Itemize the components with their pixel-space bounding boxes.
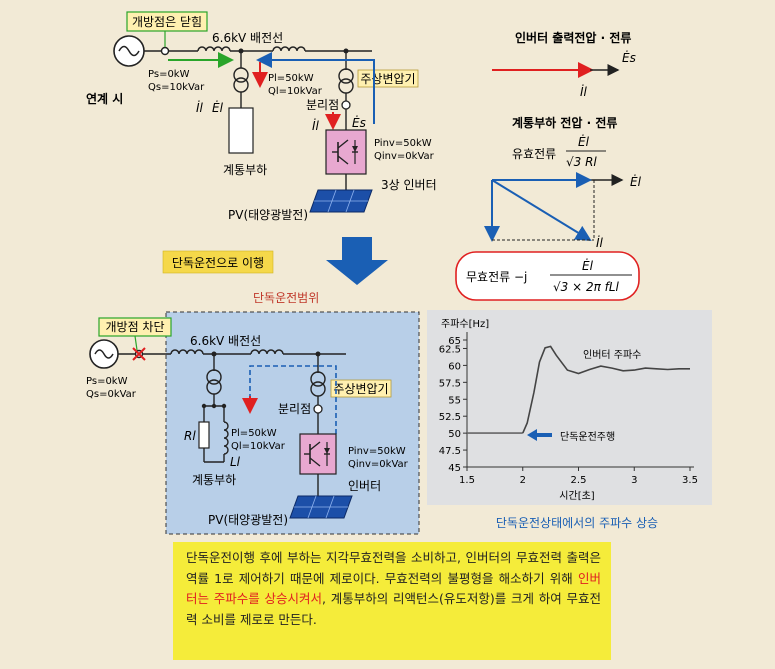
explanation-text: 단독운전이행 후에 부하는 지각무효전력을 소비하고, 인버터의 무효전력 출력… — [186, 548, 601, 630]
pv-panel-icon — [309, 189, 373, 213]
open-point-cut-label: 개방점 차단 — [105, 320, 164, 334]
inverter-label-bottom: 인버터 — [348, 479, 381, 493]
load-transformer-icon — [233, 67, 249, 93]
load-q: Ql=10kVar — [268, 86, 323, 97]
chart-ylabel: 주파수[Hz] — [441, 318, 489, 330]
y-tick-label: 50 — [448, 429, 461, 440]
inv-p-bottom: Pinv=50kW — [348, 446, 406, 457]
active-current-numerator: Ėl — [578, 134, 590, 149]
transition-label: 단독운전으로 이행 — [172, 255, 264, 270]
reactive-current-formula-box — [455, 251, 640, 301]
current-il-label: İl — [196, 100, 204, 115]
explanation-highlight: 인버터는 주파수를 상승시켜서 — [186, 570, 601, 607]
reactive-current-denominator: √3 × 2π fLl — [553, 280, 620, 294]
load-label-bottom: 계통부하 — [192, 473, 236, 487]
load-p: Pl=50kW — [268, 73, 314, 84]
inverter-current-label: İl — [580, 84, 588, 99]
explanation-part2: , 계통부하의 리액턴스(유도저항)를 크게 하여 무효전력 소비를 제로로 만… — [186, 591, 601, 627]
pole-transformer-label-bottom: 주상변압기 — [333, 382, 388, 396]
reactive-current-prefix: 무효전류 −j — [466, 270, 527, 284]
active-current-denominator: √3 Rl — [566, 155, 597, 169]
reactive-current-numerator: Ėl — [582, 258, 594, 273]
resistor-label: Rl — [184, 429, 196, 443]
x-tick-label: 3 — [631, 475, 637, 486]
x-tick-label: 1.5 — [459, 475, 475, 486]
pv-label-bottom: PV(태양광발전) — [208, 513, 288, 527]
load-q-bottom: Ql=10kVar — [231, 441, 286, 452]
system-load-box — [228, 107, 254, 154]
source-p-bottom: Ps=0kW — [86, 376, 128, 387]
open-point-label: 개방점은 닫힘 — [132, 15, 202, 29]
feeder-inductor — [197, 46, 231, 52]
open-point-label-box — [126, 11, 208, 32]
inv-p: Pinv=50kW — [374, 138, 432, 149]
pv-panel-icon-bottom — [289, 495, 353, 519]
source-q-bottom: Qs=0kVar — [86, 389, 137, 400]
explanation-part1: 단독운전이행 후에 부하는 지각무효전력을 소비하고, 인버터의 무효전력 출력… — [186, 550, 601, 586]
x-tick-label: 3.5 — [682, 475, 698, 486]
feeder-label: 6.6kV 배전선 — [212, 31, 283, 45]
chart-annotation: 단독운전주행 — [560, 431, 615, 443]
active-current-label: 유효전류 — [512, 147, 556, 161]
inv-q: Qinv=0kVar — [374, 151, 435, 162]
pole-transformer-icon — [338, 68, 354, 94]
y-tick-label: 47.5 — [439, 446, 461, 457]
islanding-range-label: 단독운전범위 — [253, 291, 319, 305]
bottom-diagram: 개방점 차단 6.6kV 배전선 Ps=0kW Qs=0kVar Rl Ll P… — [86, 317, 409, 527]
separation-point-label-bottom: 분리점 — [278, 402, 311, 416]
resistor-icon — [198, 421, 210, 449]
inv-q-bottom: Qinv=0kVar — [348, 459, 409, 470]
feeder-label-bottom: 6.6kV 배전선 — [190, 334, 261, 348]
transition-down-arrow-icon — [326, 237, 388, 285]
y-tick-label: 55 — [448, 395, 461, 406]
chart-panel — [427, 310, 712, 505]
explanation-box — [173, 542, 611, 660]
inverter-power-flow-arrow — [256, 52, 375, 124]
y-tick-label: 57.5 — [439, 378, 461, 389]
x-tick-label: 2.5 — [571, 475, 587, 486]
load-current-label: İl — [596, 235, 604, 250]
source-q: Qs=10kVar — [148, 82, 205, 93]
load-label: 계통부하 — [223, 163, 267, 177]
phasor-section: 인버터 출력전압 · 전류 Ės İl 계통부하 전압 · 전류 유효전류 Ėl… — [455, 30, 642, 301]
pole-transformer-label: 주상변압기 — [360, 72, 415, 86]
y-tick-label: 52.5 — [439, 412, 461, 423]
separation-point-label: 분리점 — [306, 98, 339, 112]
y-tick-label: 45 — [448, 463, 461, 474]
top-diagram: 개방점은 닫힘 6.6kV 배전선 Ps=0kW Qs=10kVar 계통부하 … — [86, 11, 437, 222]
pv-label: PV(태양광발전) — [228, 208, 308, 222]
voltage-el-label: Ėl — [212, 100, 224, 115]
frequency-chart: 주파수[Hz] 시간[초] 인버터 주파수 단독운전주행 단독운전상태에서의 주… — [439, 318, 698, 530]
transition-label-box — [162, 250, 274, 274]
separation-point-icon — [341, 100, 351, 110]
voltage-es-label: Ės — [352, 115, 366, 130]
open-point-closed — [160, 46, 170, 56]
chart-caption: 단독운전상태에서의 주파수 상승 — [496, 516, 658, 530]
inductor-label: Ll — [230, 455, 241, 469]
inverter-voltage-label: Ės — [622, 50, 636, 65]
chart-annotation-arrow-icon — [527, 429, 552, 441]
source-p: Ps=0kW — [148, 69, 190, 80]
current-il2-label: İl — [312, 118, 320, 133]
inverter-label: 3상 인버터 — [381, 178, 437, 192]
load-p-bottom: Pl=50kW — [231, 428, 277, 439]
chart-series-label: 인버터 주파수 — [583, 349, 641, 361]
mode-label: 연계 시 — [86, 91, 123, 106]
load-voltage-label: Ėl — [630, 174, 642, 189]
load-current-phasor — [491, 179, 592, 242]
chart-xlabel: 시간[초] — [559, 490, 595, 502]
y-tick-label: 65 — [448, 336, 461, 347]
load-phasor-title: 계통부하 전압 · 전류 — [512, 115, 617, 130]
series-line-rise — [522, 345, 690, 434]
inductor-icon — [223, 421, 229, 455]
y-tick-label: 62.5 — [439, 344, 461, 355]
x-tick-label: 2 — [520, 475, 526, 486]
y-tick-label: 60 — [448, 361, 461, 372]
inverter-phasor-title: 인버터 출력전압 · 전류 — [515, 30, 631, 45]
